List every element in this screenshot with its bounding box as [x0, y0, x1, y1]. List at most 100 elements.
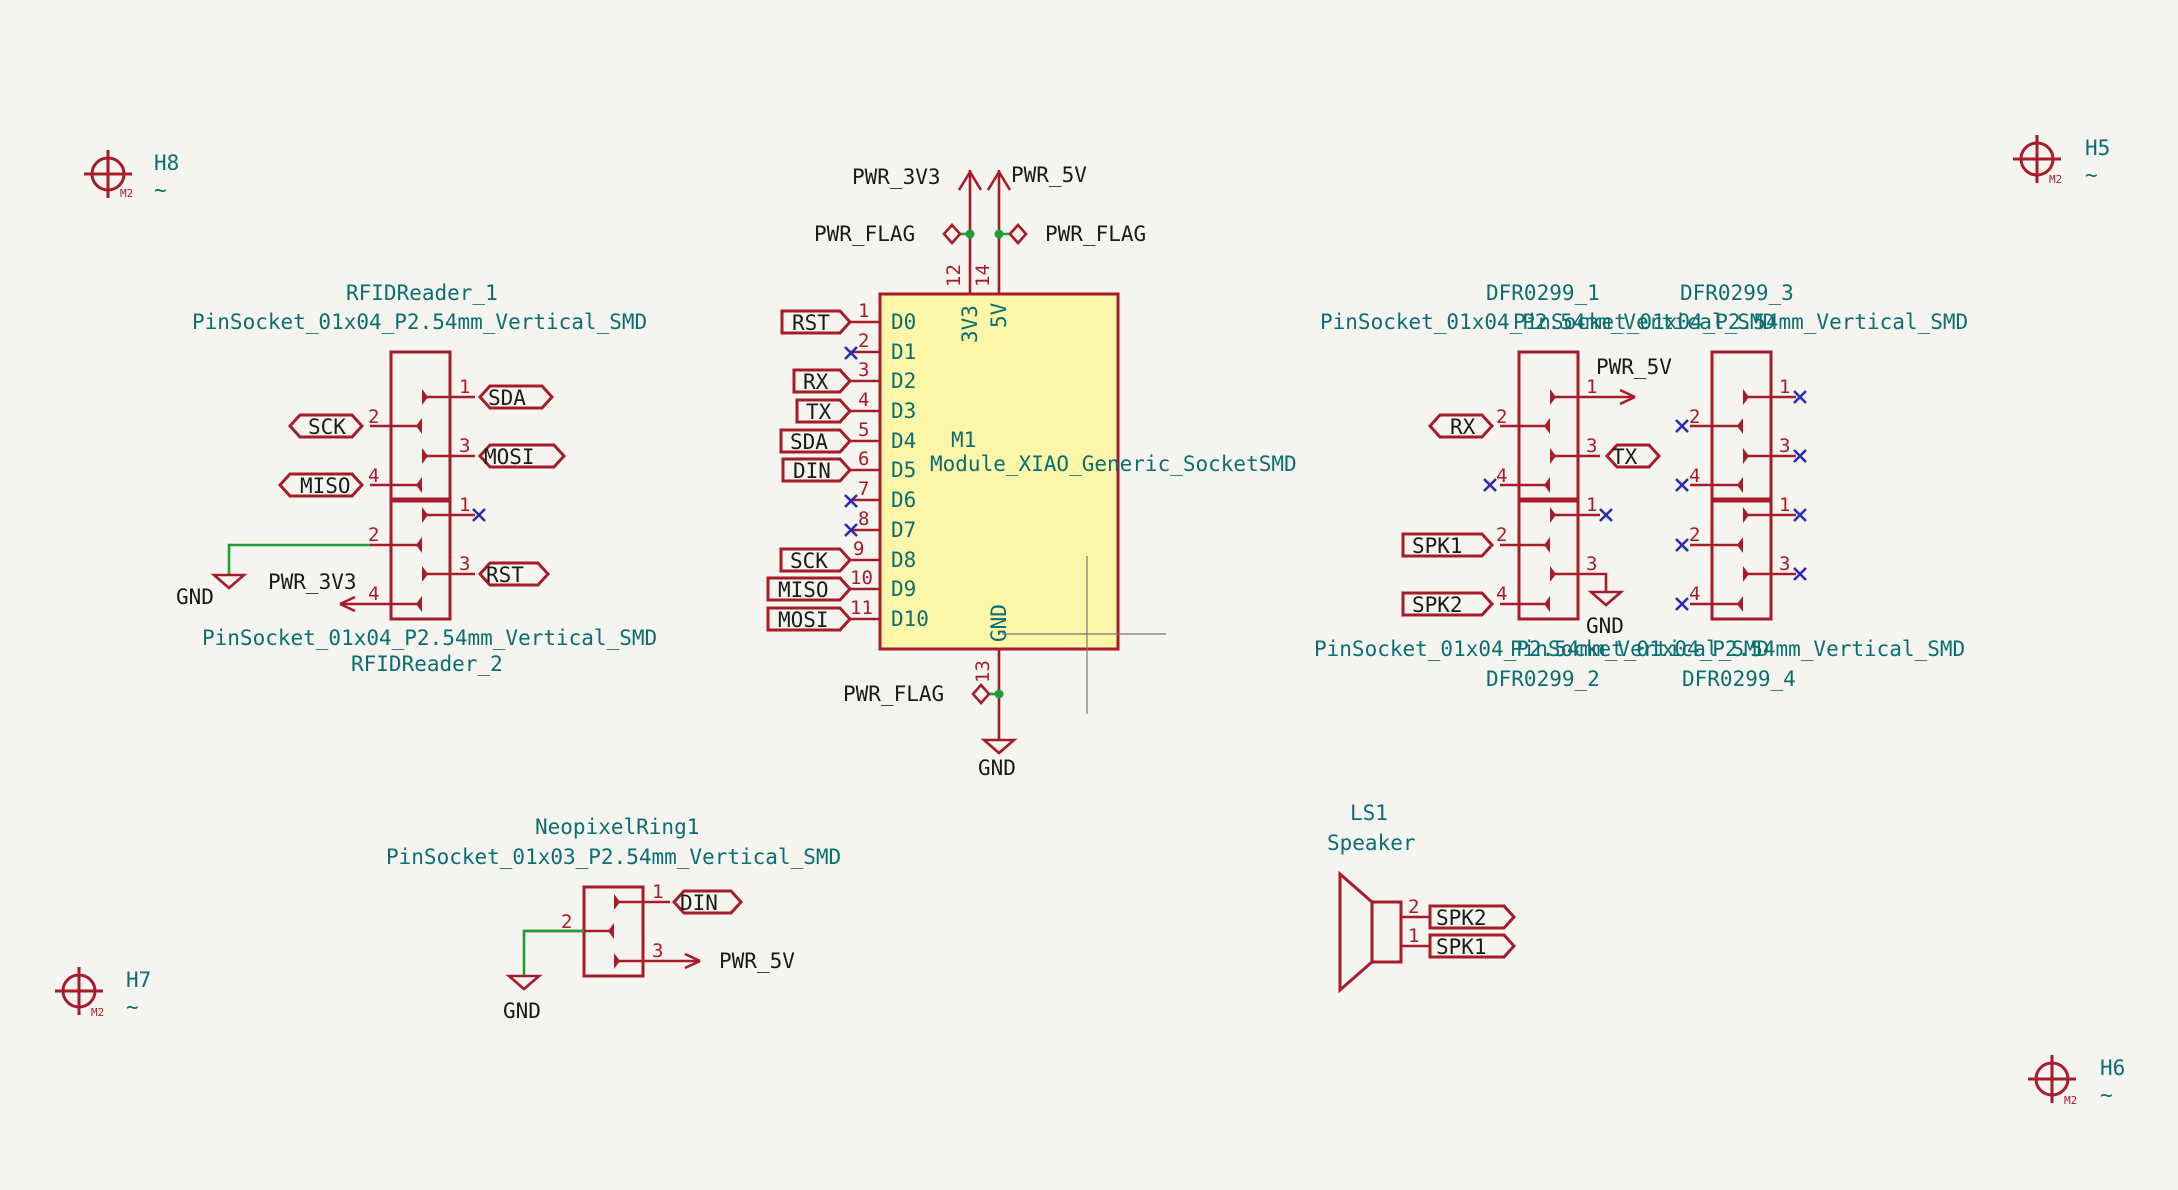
dfr-footprint: PinSocket_01x04_P2.54mm_Vertical_SMD: [1320, 310, 1775, 334]
svg-text:3: 3: [1779, 435, 1790, 457]
pwr-flag-icon: [942, 223, 962, 245]
net-label-spk2[interactable]: SPK2: [1401, 591, 1495, 617]
dfr-footprint: PinSocket_01x04_P2.54mm_Vertical_SMD: [1314, 637, 1769, 661]
svg-text:2: 2: [1689, 406, 1700, 428]
no-connect-icon: [844, 346, 858, 360]
net-label-rx[interactable]: RX: [792, 368, 853, 394]
module-value: Module_XIAO_Generic_SocketSMD: [930, 452, 1297, 476]
svg-text:9: 9: [853, 538, 864, 560]
net-label-mosi[interactable]: MOSI: [477, 443, 567, 469]
pwr-flag-label: PWR_FLAG: [1045, 222, 1146, 246]
neopixel-ring[interactable]: NeopixelRing1 PinSocket_01x03_P2.54mm_Ve…: [386, 815, 841, 1023]
no-connect-icon: [1483, 478, 1497, 492]
dfr0299-modules[interactable]: DFR0299_1 DFR0299_3 PinSocket_01x04_P2.5…: [1314, 281, 1968, 691]
svg-text:4: 4: [368, 465, 379, 487]
net-gnd: GND: [1586, 614, 1624, 638]
dfr-footprint: PinSocket_01x04_P2.54mm_Vertical_SMD: [1510, 637, 1965, 661]
svg-text:6: 6: [858, 448, 869, 470]
svg-text:3: 3: [858, 359, 869, 381]
pwr-flag-icon: [971, 683, 991, 705]
power-arrow-icon: [986, 169, 1012, 191]
svg-text:4: 4: [1496, 583, 1507, 605]
svg-text:SPK1: SPK1: [1412, 534, 1463, 558]
net-label-miso[interactable]: MISO: [766, 576, 853, 602]
speaker-ref: LS1: [1350, 801, 1388, 825]
net-label-sck[interactable]: SCK: [779, 547, 853, 573]
dfr-footprint: PinSocket_01x04_P2.54mm_Vertical_SMD: [1513, 310, 1968, 334]
mounting-hole-h6[interactable]: M2 H6 ~: [2028, 1055, 2125, 1107]
net-pwr-3v3: PWR_3V3: [268, 570, 357, 594]
net-label-sck[interactable]: SCK: [287, 413, 365, 439]
svg-text:4: 4: [1689, 583, 1700, 605]
svg-text:SPK1: SPK1: [1436, 935, 1487, 959]
hole-tag: M2: [2049, 173, 2062, 186]
net-label-miso[interactable]: MISO: [277, 472, 365, 498]
mounting-hole-h8[interactable]: M2 H8 ~: [84, 150, 179, 202]
hole-value: ~: [126, 995, 139, 1019]
svg-text:D5: D5: [891, 458, 916, 482]
net-label-sda[interactable]: SDA: [477, 384, 555, 410]
net-label-sda[interactable]: SDA: [779, 428, 853, 454]
hole-tag: M2: [2064, 1094, 2077, 1107]
no-connect-icon: [472, 508, 486, 522]
pin-number: 12: [943, 264, 965, 287]
svg-text:D10: D10: [891, 607, 929, 631]
pin-number: 14: [972, 264, 994, 287]
svg-text:MISO: MISO: [300, 474, 351, 498]
net-label-mosi[interactable]: MOSI: [766, 606, 853, 632]
svg-text:RX: RX: [803, 370, 829, 394]
net-label-tx[interactable]: TX: [795, 398, 853, 424]
pwr-flag-label: PWR_FLAG: [814, 222, 915, 246]
net-label-spk1[interactable]: SPK1: [1401, 532, 1495, 558]
net-pwr-5v: PWR_5V: [1596, 355, 1672, 379]
svg-text:2: 2: [1496, 524, 1507, 546]
rfid-reader[interactable]: RFIDReader_1 PinSocket_01x04_P2.54mm_Ver…: [176, 281, 657, 676]
svg-text:2: 2: [858, 330, 869, 352]
power-arrow-icon: [957, 169, 983, 191]
rfid-footprint: PinSocket_01x04_P2.54mm_Vertical_SMD: [192, 310, 647, 334]
rfid-ref1: RFIDReader_1: [346, 281, 498, 305]
net-gnd: GND: [503, 999, 541, 1023]
net-label-din[interactable]: DIN: [671, 889, 744, 915]
ground-icon: [505, 974, 543, 991]
svg-text:D8: D8: [891, 548, 916, 572]
svg-text:TX: TX: [806, 400, 832, 424]
module-ref: M1: [951, 428, 976, 452]
mounting-hole-h5[interactable]: M2 H5 ~: [2013, 135, 2110, 187]
net-label-spk2[interactable]: SPK2: [1428, 904, 1517, 930]
svg-text:2: 2: [1689, 524, 1700, 546]
speaker-ls1[interactable]: LS1 Speaker 2 1 SPK2 SPK1: [1327, 801, 1517, 994]
net-pwr-5v: PWR_5V: [1011, 163, 1087, 187]
net-label-din[interactable]: DIN: [781, 457, 853, 483]
net-label-spk1[interactable]: SPK1: [1428, 933, 1517, 959]
svg-text:4: 4: [1496, 465, 1507, 487]
svg-text:D1: D1: [891, 340, 916, 364]
pwr-flag-icon: [1008, 223, 1028, 245]
xiao-module-m1[interactable]: M1 Module_XIAO_Generic_SocketSMD 12 14 3…: [766, 163, 1297, 780]
svg-text:SDA: SDA: [488, 386, 526, 410]
net-label-rst[interactable]: RST: [477, 561, 551, 587]
net-gnd: GND: [978, 756, 1016, 780]
mounting-hole-h7[interactable]: M2 H7 ~: [55, 967, 151, 1019]
speaker-icon: [1338, 870, 1374, 994]
svg-text:1: 1: [459, 494, 470, 516]
svg-text:1: 1: [1586, 494, 1597, 516]
svg-text:7: 7: [858, 478, 869, 500]
power-arrow-icon: [1619, 388, 1636, 406]
svg-text:2: 2: [1496, 406, 1507, 428]
svg-text:MOSI: MOSI: [778, 608, 829, 632]
svg-text:1: 1: [1586, 376, 1597, 398]
net-pwr-5v: PWR_5V: [719, 949, 795, 973]
net-label-rst[interactable]: RST: [780, 309, 853, 335]
net-label-tx[interactable]: TX: [1604, 443, 1662, 469]
dfr-ref3: DFR0299_3: [1680, 281, 1794, 305]
svg-text:SCK: SCK: [790, 549, 828, 573]
net-label-rx[interactable]: RX: [1427, 413, 1495, 439]
svg-text:3: 3: [459, 553, 470, 575]
svg-text:2: 2: [561, 911, 572, 933]
no-connect-icon: [1599, 508, 1613, 522]
hole-value: ~: [154, 178, 167, 202]
no-connect-icon: [1793, 390, 1807, 581]
svg-text:SDA: SDA: [790, 430, 828, 454]
